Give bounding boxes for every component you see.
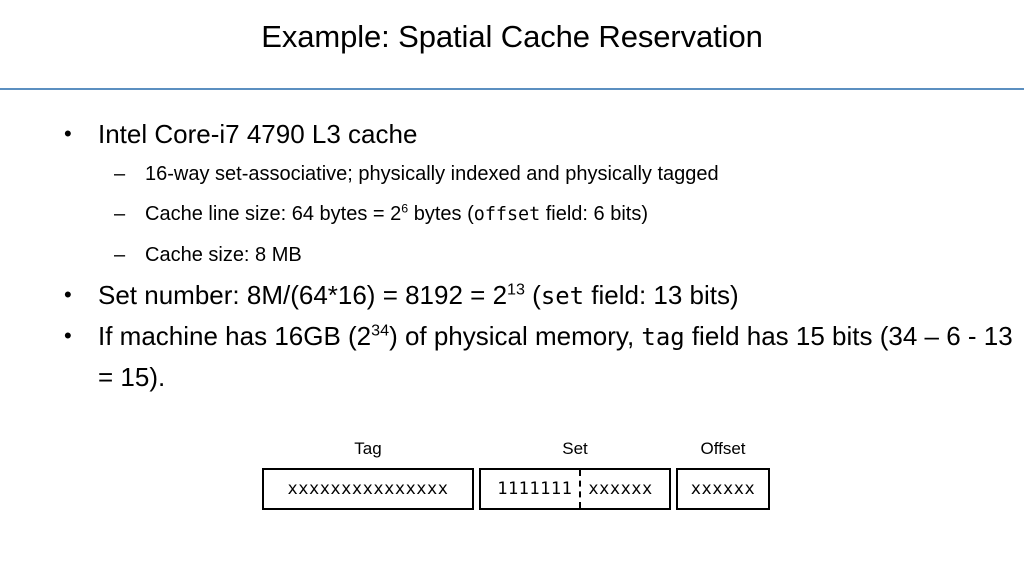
set-field-index-portion: xxxxxx — [588, 479, 653, 499]
diagram-label-row: Tag Set Offset — [262, 438, 766, 464]
title-divider-rule — [0, 88, 1024, 90]
text-run: field: 6 bits) — [540, 203, 649, 225]
slide-body-bullet-list: •Intel Core-i7 4790 L3 cache–16-way set-… — [0, 114, 1024, 397]
exponent: 34 — [371, 321, 390, 340]
text-run: 16-way set-associative; physically index… — [145, 163, 719, 185]
bullet-marker-icon: – — [114, 244, 126, 266]
bullet-text: If machine has 16GB (234) of physical me… — [98, 321, 1013, 392]
text-run: field has 15 bits (34 – 6 - 13 = 15). — [98, 321, 1013, 392]
text-run: bytes ( — [408, 203, 474, 225]
bullet-item-level2: –Cache line size: 64 bytes = 26 bytes (o… — [0, 194, 1024, 235]
text-run: If machine has 16GB (2 — [98, 321, 372, 351]
diagram-label-offset: Offset — [700, 439, 746, 458]
text-run: Set number: 8M/(64*16) = 8192 = 2 — [98, 280, 508, 310]
bullet-marker-icon: • — [64, 121, 72, 146]
diagram-label-tag: Tag — [354, 439, 382, 458]
text-run: Cache line size: 64 bytes = 2 — [145, 203, 402, 225]
text-run: ) of physical memory, — [389, 321, 642, 351]
exponent: 6 — [401, 201, 409, 216]
text-run: Intel Core-i7 4790 L3 cache — [98, 119, 418, 149]
bullet-text: 16-way set-associative; physically index… — [145, 163, 719, 185]
code-term: tag — [641, 323, 685, 351]
text-run: field: 13 bits) — [584, 280, 739, 310]
set-field-tag-portion: 1111111 — [490, 470, 582, 508]
bullet-item-level1: • Intel Core-i7 4790 L3 cache — [0, 114, 1024, 154]
text-run: Cache size: 8 MB — [145, 244, 302, 266]
bullet-text: Cache size: 8 MB — [145, 244, 302, 266]
bullet-marker-icon: – — [114, 163, 126, 185]
diagram-box-row: xxxxxxxxxxxxxxx 1111111 xxxxxx xxxxxx — [262, 468, 770, 510]
bullet-item-level2: –Cache size: 8 MB — [0, 235, 1024, 275]
diagram-label-set: Set — [562, 439, 588, 458]
set-field-box: 1111111 xxxxxx — [479, 468, 671, 510]
bullet-item-level2: –16-way set-associative; physically inde… — [0, 154, 1024, 194]
offset-field-box: xxxxxx — [676, 468, 770, 510]
address-field-diagram: Tag Set Offset xxxxxxxxxxxxxxx 1111111 xxx… — [262, 438, 770, 516]
text-run: ( — [524, 280, 541, 310]
code-term: set — [540, 282, 585, 310]
tag-field-box: xxxxxxxxxxxxxxx — [262, 468, 474, 510]
bullet-item-level1: • If machine has 16GB (234) of physical m… — [0, 316, 1024, 397]
bullet-marker-icon: • — [64, 323, 72, 348]
page-title: Example: Spatial Cache Reservation — [261, 19, 763, 54]
bullet-text: Intel Core-i7 4790 L3 cache — [98, 119, 417, 149]
bullet-text: Cache line size: 64 bytes = 26 bytes (of… — [145, 201, 649, 225]
bullet-item-level1: • Set number: 8M/(64*16) = 8192 = 213 (se… — [0, 275, 1024, 316]
bullet-marker-icon: – — [114, 203, 126, 225]
bullet-text: Set number: 8M/(64*16) = 8192 = 213 (set… — [98, 280, 739, 310]
bullet-marker-icon: • — [64, 282, 72, 307]
code-term: offset — [473, 204, 541, 225]
exponent: 13 — [507, 280, 525, 299]
